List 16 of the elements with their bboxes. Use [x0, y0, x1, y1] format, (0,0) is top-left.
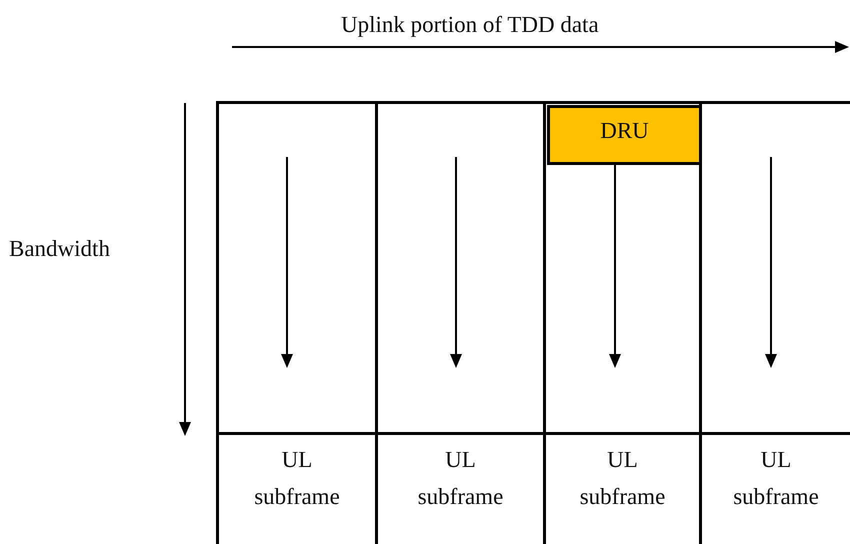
cell-label: UL subframe: [732, 446, 820, 511]
table-cell: [216, 432, 375, 544]
table-cell: [543, 101, 699, 434]
highlight-box: [547, 105, 702, 165]
axis-label: Bandwidth: [9, 236, 110, 262]
cell-label: UL subframe: [416, 446, 504, 511]
table-cell: [543, 432, 699, 544]
table-cell: [699, 432, 850, 544]
table-cell: [216, 101, 375, 434]
table-cell: [699, 101, 850, 434]
table-cell: [375, 432, 543, 544]
cell-label: UL subframe: [578, 446, 666, 511]
table-cell: [375, 101, 543, 434]
cell-label: UL subframe: [253, 446, 341, 511]
cell-label: DRU: [599, 117, 650, 145]
axis-label: Uplink portion of TDD data: [341, 12, 599, 38]
